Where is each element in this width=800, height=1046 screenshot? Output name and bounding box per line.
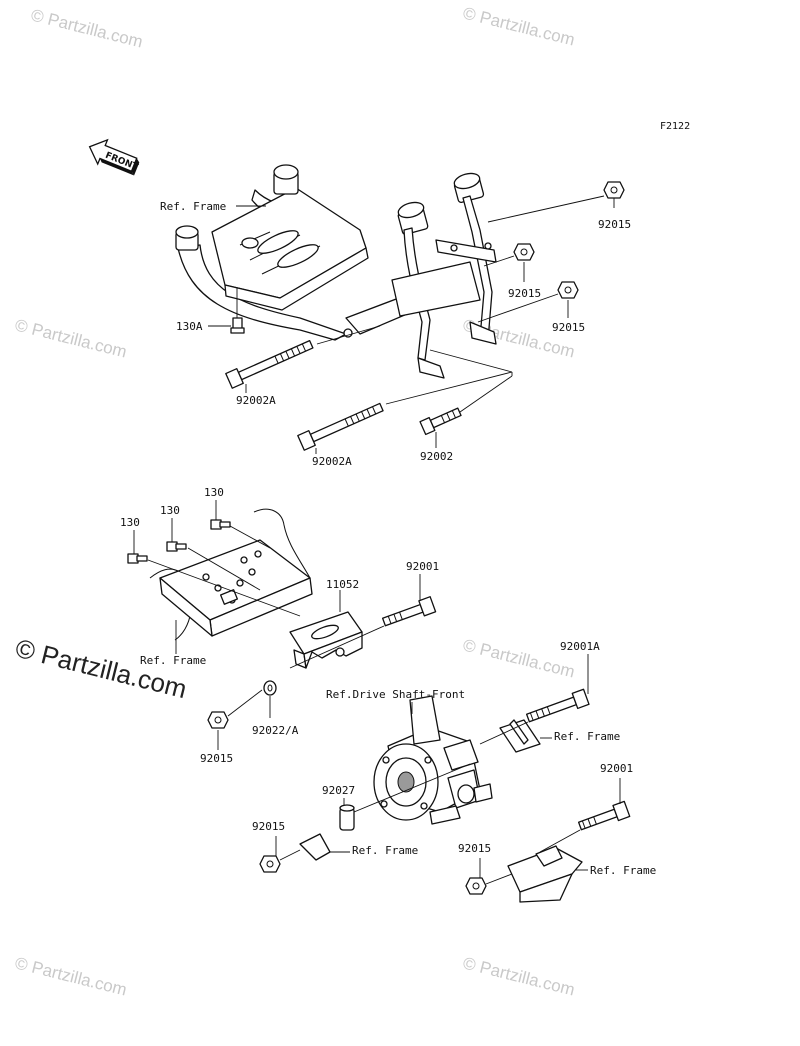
- bolt-130-c: [210, 519, 231, 530]
- label-92015-c: 92015: [552, 321, 585, 334]
- nut-92015-c: [557, 281, 579, 299]
- label-ref-frame-low: Ref. Frame: [352, 844, 418, 857]
- label-ref-drive-shaft: Ref.Drive Shaft-Front: [326, 688, 465, 701]
- label-92001A: 92001A: [560, 640, 600, 653]
- bracket-ref-frame-right: [499, 719, 541, 753]
- label-92027: 92027: [322, 784, 355, 797]
- nut-92015-b: [513, 243, 535, 261]
- label-130-a: 130: [120, 516, 140, 529]
- label-ref-frame-top: Ref. Frame: [160, 200, 226, 213]
- nut-92015-a: [603, 181, 625, 199]
- label-92002A-lower: 92002A: [312, 455, 352, 468]
- watermark-dark: © Partzilla.com: [13, 633, 190, 704]
- nut-92015-d: [207, 711, 229, 729]
- front-arrow-icon: FRONT: [88, 138, 140, 176]
- bolt-130-a: [127, 553, 148, 564]
- bottom-leader-lines: [133, 500, 621, 885]
- label-ref-frame-mid: Ref. Frame: [140, 654, 206, 667]
- watermark: © Partzilla.com: [461, 953, 577, 999]
- label-92022A: 92022/A: [252, 724, 299, 737]
- bolt-92001-upper: [381, 596, 437, 627]
- label-ref-frame-right: Ref. Frame: [554, 730, 620, 743]
- bolt-130-b: [166, 541, 187, 552]
- label-92001-upper: 92001: [406, 560, 439, 573]
- label-130-b: 130: [160, 504, 180, 517]
- bracket-11052: [289, 611, 363, 669]
- bolt-92002A-lower: [297, 402, 384, 451]
- watermark: © Partzilla.com: [13, 953, 129, 999]
- label-92002A-upper: 92002A: [236, 394, 276, 407]
- frame-top-illustration: [175, 164, 497, 379]
- label-92015-e: 92015: [252, 820, 285, 833]
- top-leader-lines: [208, 195, 615, 454]
- bolt-92001-lower: [577, 800, 631, 831]
- washer-92022A: [263, 680, 277, 696]
- nut-92015-f: [465, 877, 487, 895]
- nut-92015-e: [259, 855, 281, 873]
- label-92015-b: 92015: [508, 287, 541, 300]
- watermark: © Partzilla.com: [29, 5, 145, 51]
- bolt-130A: [230, 317, 245, 334]
- watermark: © Partzilla.com: [13, 315, 129, 361]
- label-92015-f: 92015: [458, 842, 491, 855]
- label-92001-lower: 92001: [600, 762, 633, 775]
- label-92015-a: 92015: [598, 218, 631, 231]
- frame-bottom-illustration: [149, 508, 313, 641]
- watermark: © Partzilla.com: [461, 3, 577, 49]
- label-92002: 92002: [420, 450, 453, 463]
- label-11052: 11052: [326, 578, 359, 591]
- label-130-c: 130: [204, 486, 224, 499]
- bolt-92002: [419, 407, 462, 436]
- label-92015-d: 92015: [200, 752, 233, 765]
- spacer-92027: [339, 804, 355, 831]
- front-differential: [373, 695, 493, 825]
- bracket-ref-frame-low: [299, 833, 331, 861]
- bolt-92001A: [525, 688, 590, 723]
- label-ref-frame-lowright: Ref. Frame: [590, 864, 656, 877]
- label-130A: 130A: [176, 320, 203, 333]
- bracket-ref-frame-lowright: [507, 845, 583, 903]
- bolt-92002A-upper: [225, 339, 314, 389]
- figure-code: F2122: [660, 121, 690, 132]
